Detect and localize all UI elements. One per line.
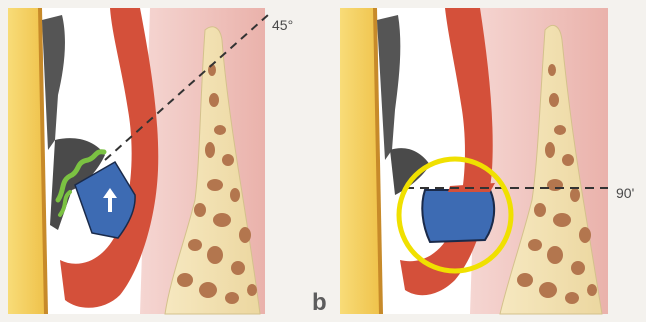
right-blue-block — [422, 190, 494, 242]
right-angle-label: 90' — [616, 185, 634, 201]
left-panel — [8, 8, 268, 314]
right-panel — [340, 8, 608, 314]
panel-letter: b — [312, 289, 327, 316]
left-angle-label: 45° — [272, 17, 293, 33]
